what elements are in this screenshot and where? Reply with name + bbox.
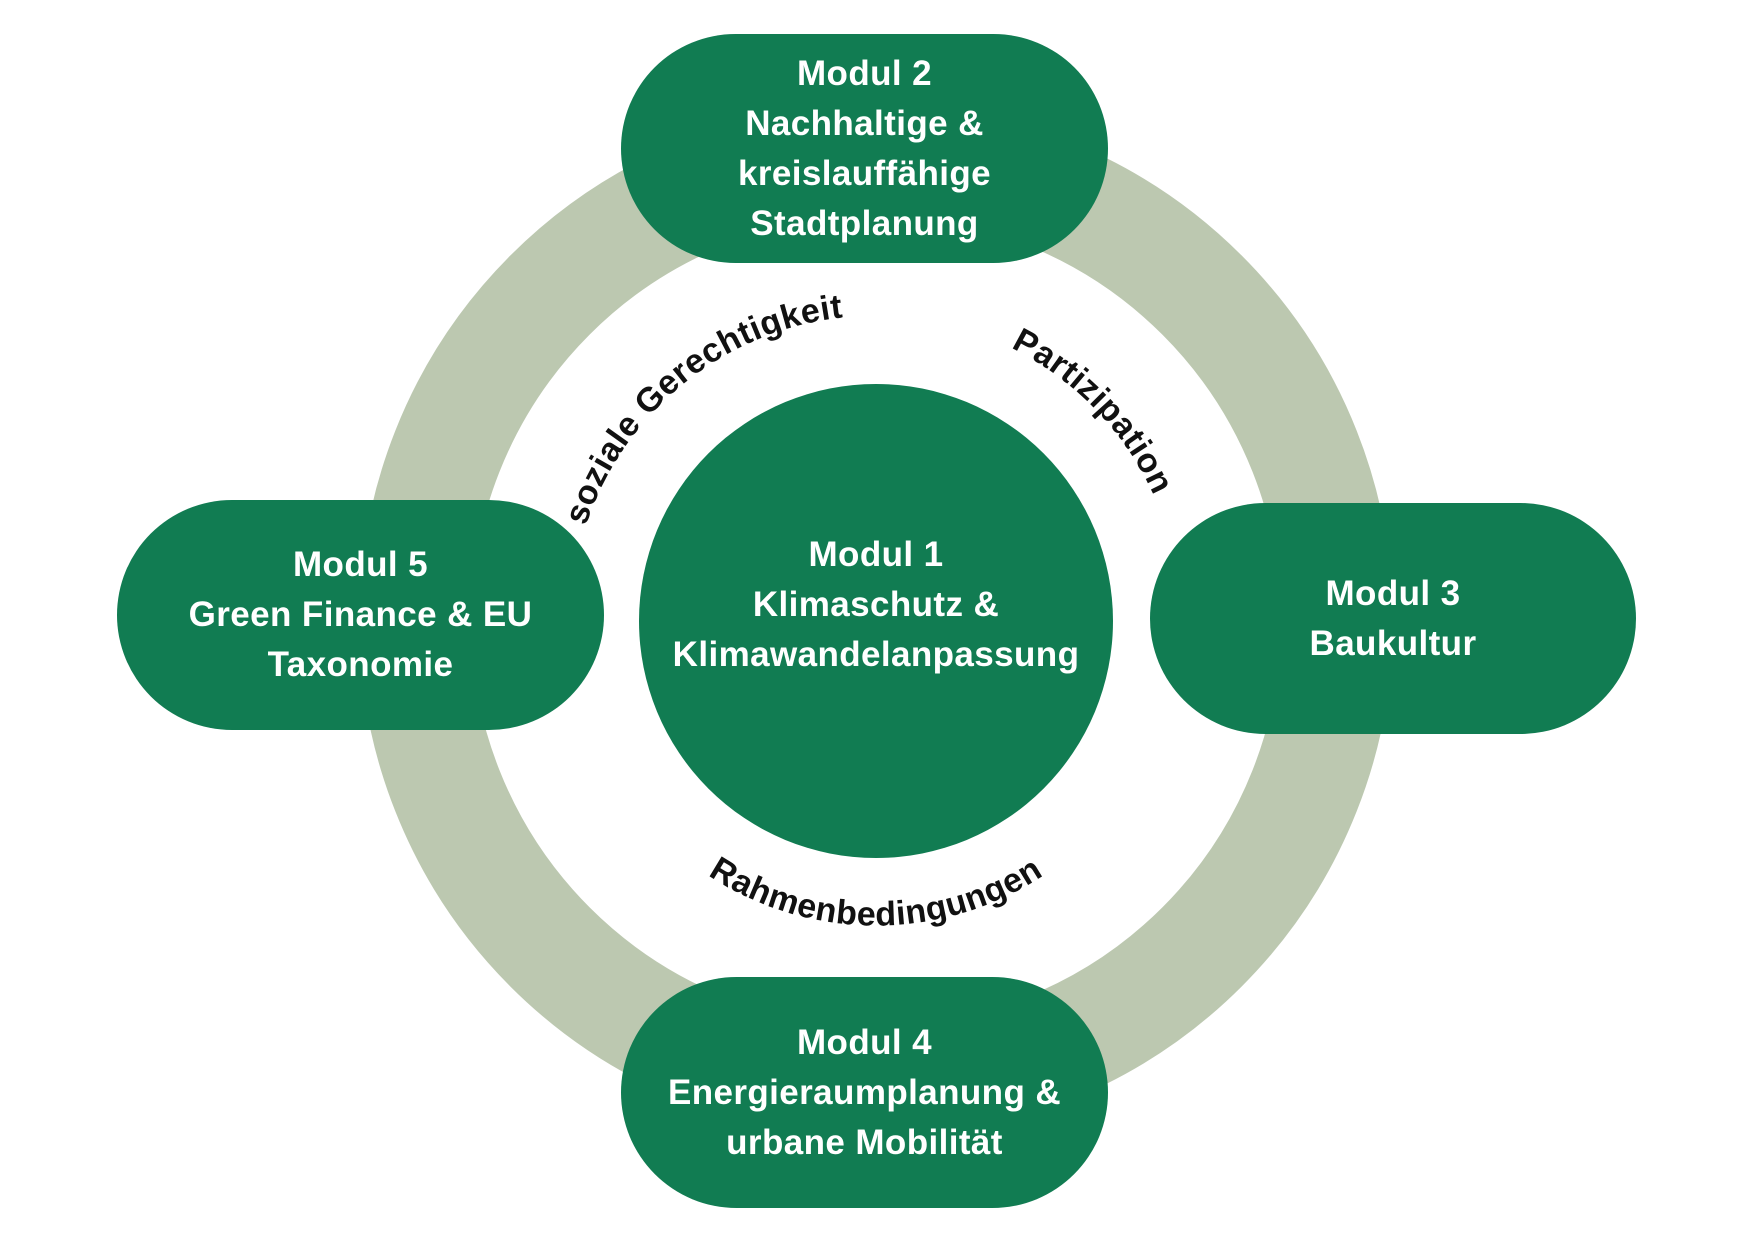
modul-5-pill: Modul 5 Green Finance & EU Taxonomie xyxy=(117,500,604,730)
modul-2-line: Stadtplanung xyxy=(750,203,979,243)
modul-2-pill: Modul 2 Nachhaltige & kreislauffähige St… xyxy=(621,34,1108,263)
modul-4-line: urbane Mobilität xyxy=(726,1122,1003,1162)
modul-2-line: kreislauffähige xyxy=(737,153,992,193)
modul-2-title: Modul 2 xyxy=(796,53,932,93)
arc-label-rahmenbedingungen-text: Rahmenbedingungen xyxy=(704,850,1048,934)
modul-1-label: Modul 1 Klimaschutz & Klimawandelanpassu… xyxy=(673,530,1080,680)
modul-4-title: Modul 4 xyxy=(796,1022,932,1062)
modul-2-line: Nachhaltige & xyxy=(745,103,984,143)
modul-5-line: Taxonomie xyxy=(267,645,454,684)
modul-1-circle: Modul 1 Klimaschutz & Klimawandelanpassu… xyxy=(639,384,1113,858)
modul-1-line: Klimaschutz & xyxy=(752,585,1000,624)
modul-4-line: Energieraumplanung & xyxy=(667,1072,1062,1112)
modul-4-pill: Modul 4 Energieraumplanung & urbane Mobi… xyxy=(621,977,1108,1208)
modul-1-title: Modul 1 xyxy=(808,535,944,574)
arc-label-rahmenbedingungen: Rahmenbedingungen xyxy=(704,850,1049,934)
modul-5-title: Modul 5 xyxy=(292,545,428,584)
modul-3-line: Baukultur xyxy=(1309,623,1477,663)
modul-3-pill: Modul 3 Baukultur xyxy=(1150,503,1636,734)
modul-5-line: Green Finance & EU xyxy=(188,595,533,634)
modul-1-line: Klimawandelanpassung xyxy=(672,635,1080,674)
modul-3-title: Modul 3 xyxy=(1325,573,1461,613)
